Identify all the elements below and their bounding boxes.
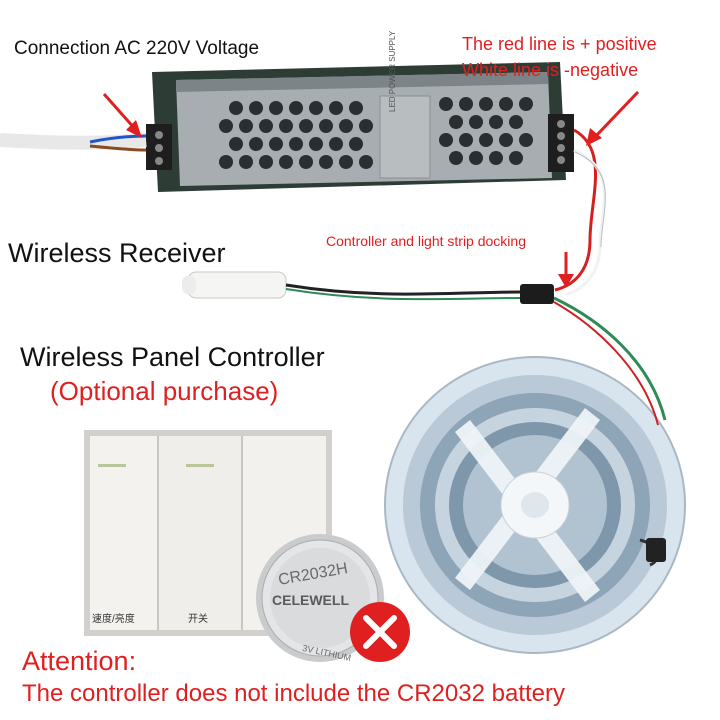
led-strip-reel — [384, 356, 686, 654]
not-included-icon — [350, 602, 410, 662]
wireless-receiver — [182, 271, 521, 301]
wireless-panel-label: Wireless Panel Controller — [20, 342, 325, 372]
docking-connector — [520, 284, 554, 304]
annotation-arrows — [102, 90, 640, 288]
wireless-receiver-label: Wireless Receiver — [8, 238, 226, 268]
switch-button-mid-label: 开关 — [188, 614, 208, 625]
optional-purchase-label: (Optional purchase) — [50, 376, 279, 406]
red-line-label: The red line is + positive — [462, 34, 657, 54]
power-supply — [146, 62, 574, 192]
battery-brand: CELEWELL — [272, 592, 349, 608]
attention-heading: Attention: — [22, 646, 137, 676]
docking-label: Controller and light strip docking — [326, 233, 526, 249]
white-line-label: White line is -negative — [462, 60, 639, 80]
switch-button-left-label: 速度/亮度 — [92, 614, 135, 625]
psu-label: LED POWER SUPPLY — [388, 30, 397, 112]
attention-text: The controller does not include the CR20… — [22, 680, 565, 707]
connection-label: Connection AC 220V Voltage — [14, 38, 260, 59]
